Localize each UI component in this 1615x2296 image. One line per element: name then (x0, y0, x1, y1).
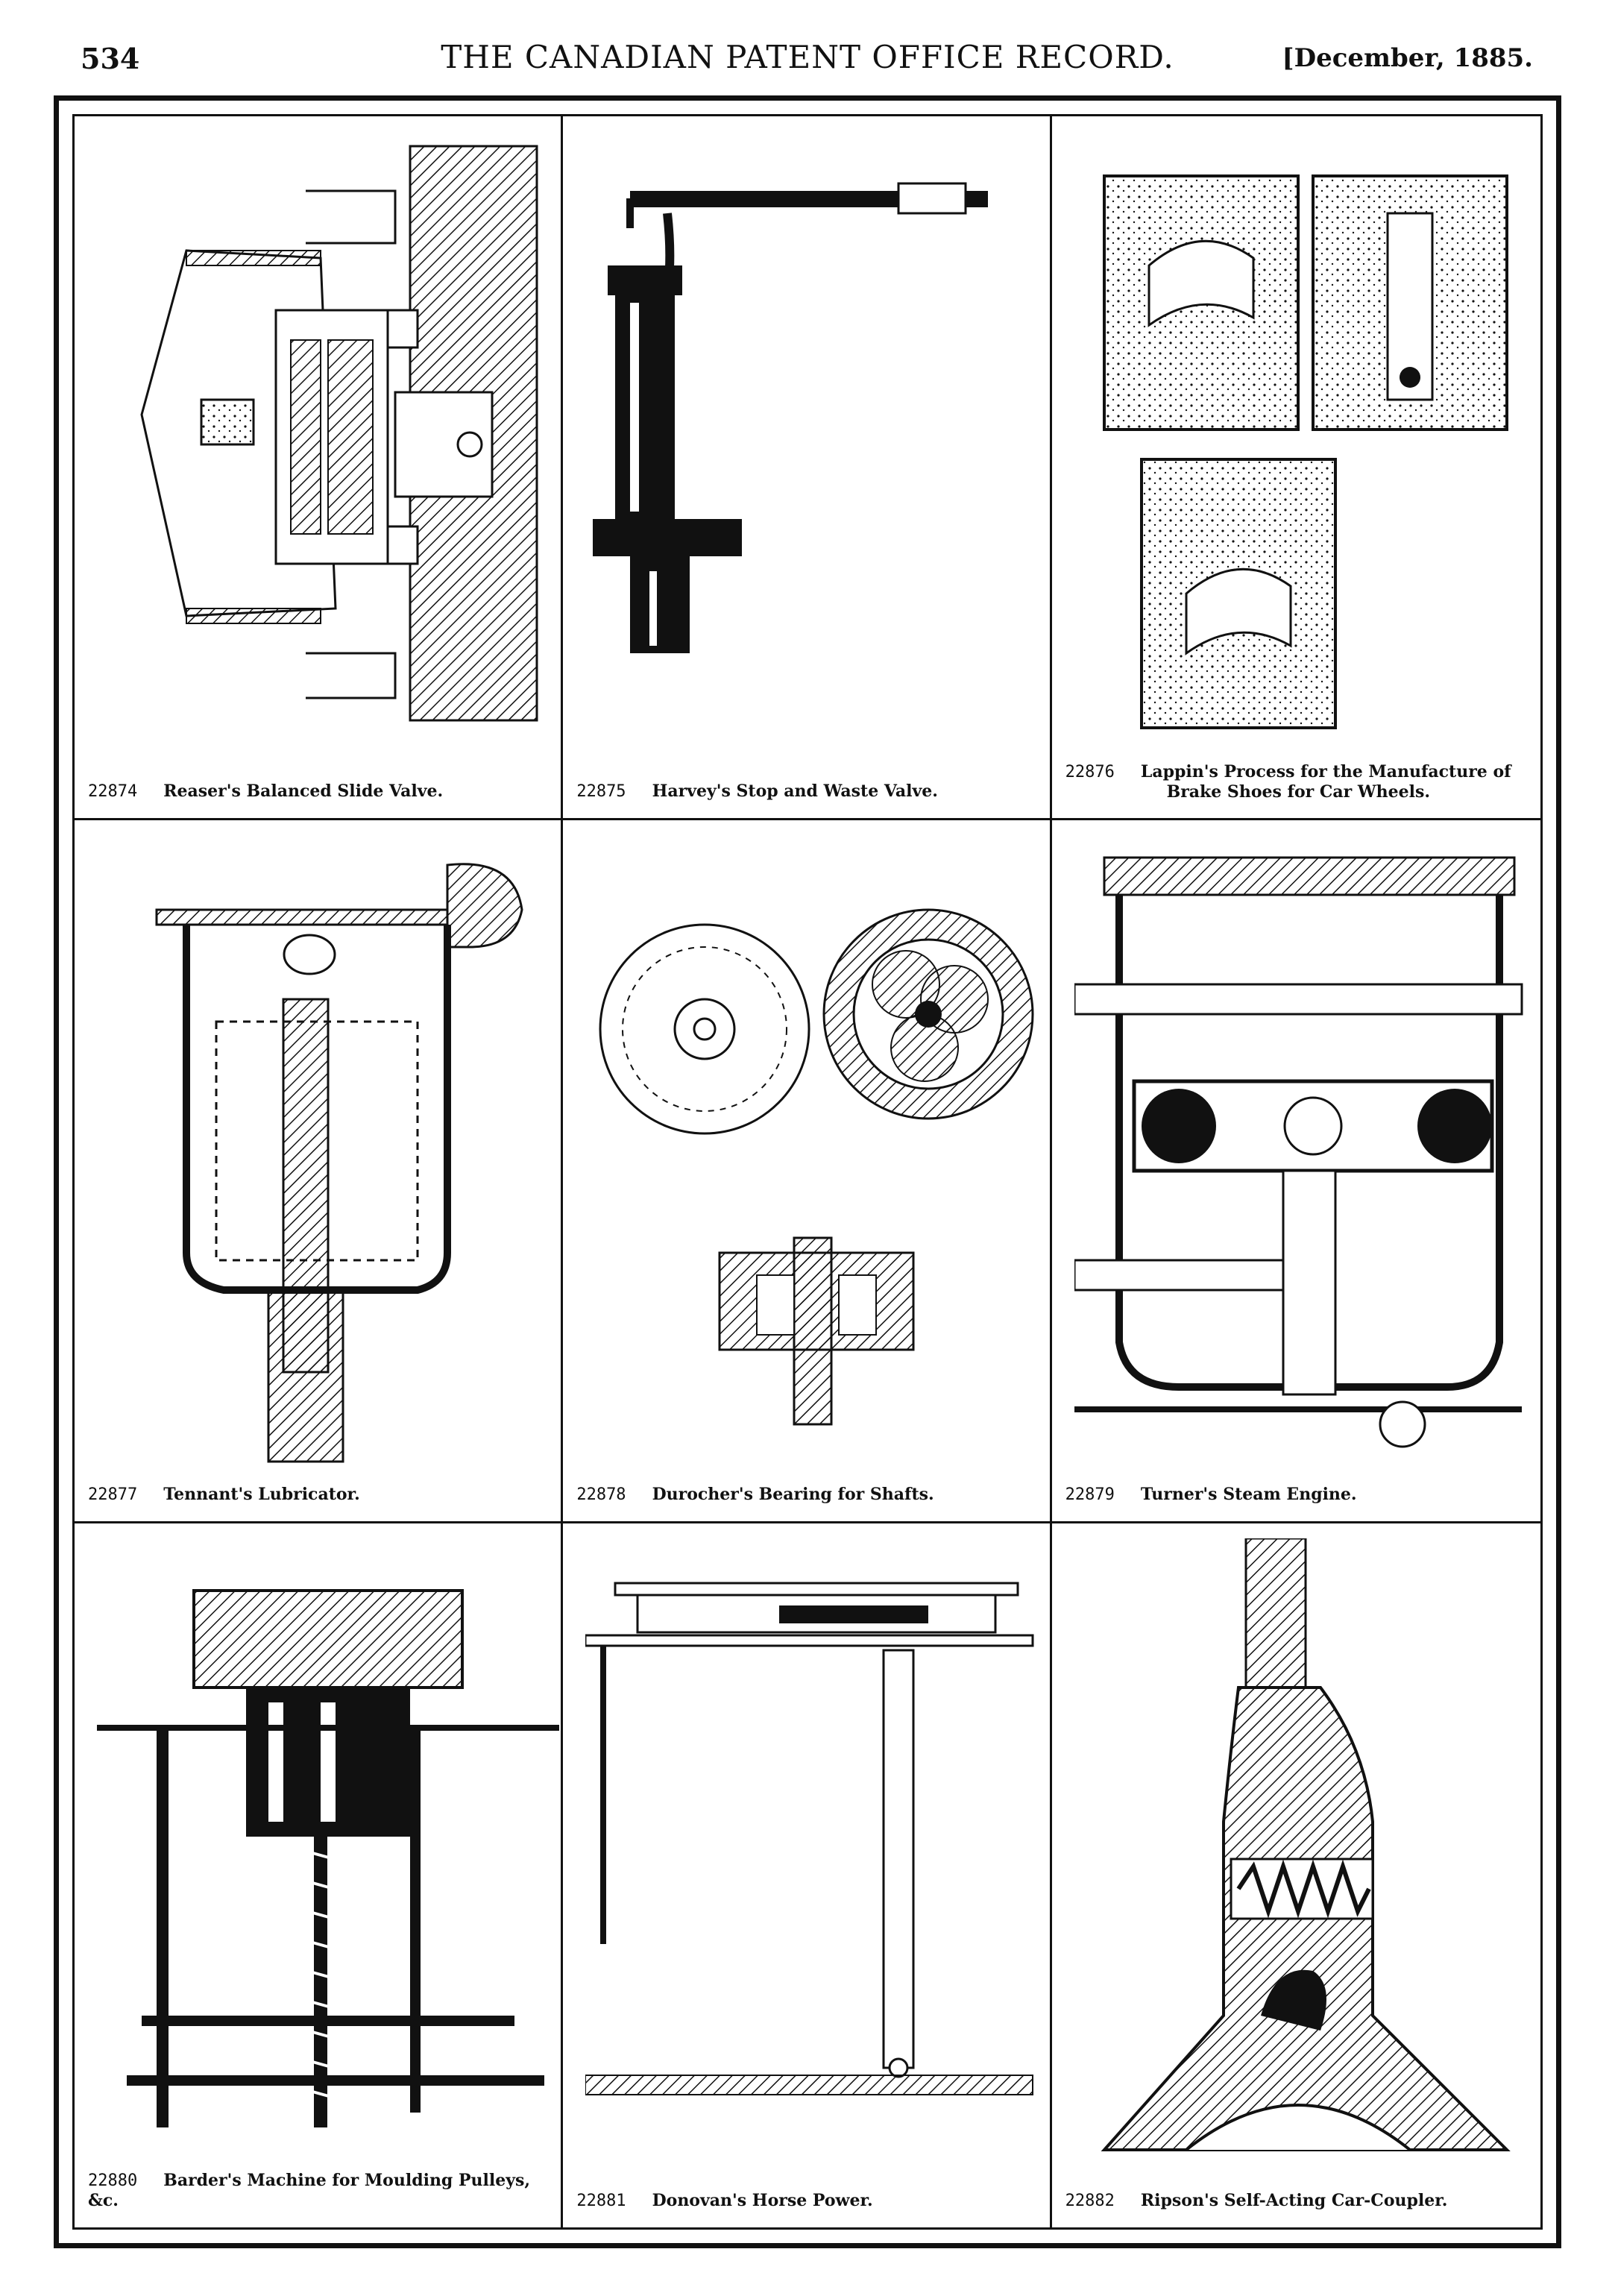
patent-number: 22881 (576, 2192, 626, 2210)
figure-caption: 22877 Tennant's Lubricator. (88, 1485, 552, 1505)
brake-shoe-drawing (1102, 174, 1508, 729)
patent-number: 22874 (88, 781, 138, 801)
figure-caption: 22879 Turner's Steam Engine. (1065, 1485, 1531, 1505)
figure-cell-22879: 22879 Turner's Steam Engine. (1051, 820, 1540, 1524)
patent-number: 22879 (1065, 1485, 1115, 1505)
moulding-machine-drawing (97, 1589, 559, 2128)
patent-number: 22877 (88, 1485, 138, 1505)
figure-caption: 22878 Durocher's Bearing for Shafts. (576, 1485, 1040, 1505)
plate-frame: 22874 Reaser's Balanced Slide Valve. (54, 95, 1561, 2248)
bearing-drawing (599, 908, 1034, 1426)
lubricator-drawing (155, 862, 523, 1463)
patent-number: 22876 (1065, 762, 1115, 781)
figure-caption: 22880 Barder's Machine for Moulding Pull… (88, 2171, 552, 2211)
figure-cell-22874: 22874 Reaser's Balanced Slide Valve. (75, 116, 564, 820)
figure-caption: 22882 Ripson's Self-Acting Car-Coupler. (1065, 2191, 1531, 2211)
figure-caption: 22874 Reaser's Balanced Slide Valve. (88, 781, 552, 802)
slide-valve-drawing (140, 145, 538, 722)
figure-cell-22875: 22875 Harvey's Stop and Waste Valve. (563, 116, 1052, 820)
patent-number: 22882 (1065, 2192, 1115, 2210)
patent-title: Donovan's Horse Power. (652, 2191, 873, 2210)
patent-number: 22875 (576, 781, 626, 801)
patent-title: Reaser's Balanced Slide Valve. (163, 781, 444, 801)
patent-title: Durocher's Bearing for Shafts. (652, 1485, 934, 1505)
figure-grid: 22874 Reaser's Balanced Slide Valve. (75, 116, 1540, 2227)
figure-cell-22882: 22882 Ripson's Self-Acting Car-Coupler. (1052, 1523, 1540, 2227)
figure-cell-22881: 22881 Donovan's Horse Power. (563, 1523, 1052, 2227)
figure-cell-22877: 22877 Tennant's Lubricator. (75, 820, 564, 1524)
page-header: 534 THE CANADIAN PATENT OFFICE RECORD. [… (0, 0, 1615, 82)
steam-engine-drawing (1074, 856, 1523, 1448)
patent-number: 22878 (576, 1485, 626, 1505)
stop-valve-drawing (593, 182, 989, 653)
figure-caption: 22881 Donovan's Horse Power. (576, 2191, 1040, 2211)
patent-number: 22880 (88, 2171, 138, 2190)
patent-title: Barder's Machine for Moulding Pulleys, &… (88, 2171, 531, 2210)
horse-power-drawing (585, 1582, 1034, 2096)
car-coupler-drawing (1101, 1538, 1511, 2152)
figure-cell-22878: 22878 Durocher's Bearing for Shafts. (563, 820, 1052, 1524)
figure-caption: 22876 Lappin's Process for the Manufactu… (1065, 762, 1531, 802)
journal-title: THE CANADIAN PATENT OFFICE RECORD. (441, 39, 1174, 75)
patent-title-continued: Brake Shoes for Car Wheels. (1166, 781, 1431, 802)
patent-title: Tennant's Lubricator. (163, 1485, 360, 1505)
patent-title: Lappin's Process for the Manufacture of (1140, 761, 1511, 781)
issue-date: [December, 1885. (1282, 43, 1534, 73)
plate-inner-frame: 22874 Reaser's Balanced Slide Valve. (72, 114, 1543, 2230)
patent-title: Turner's Steam Engine. (1140, 1485, 1357, 1505)
patent-title: Ripson's Self-Acting Car-Coupler. (1140, 2191, 1448, 2210)
figure-cell-22880: 22880 Barder's Machine for Moulding Pull… (75, 1523, 564, 2227)
page-number: 534 (81, 42, 140, 75)
figure-cell-22876: 22876 Lappin's Process for the Manufactu… (1051, 116, 1540, 820)
figure-caption: 22875 Harvey's Stop and Waste Valve. (576, 781, 1040, 802)
patent-title: Harvey's Stop and Waste Valve. (652, 781, 938, 801)
